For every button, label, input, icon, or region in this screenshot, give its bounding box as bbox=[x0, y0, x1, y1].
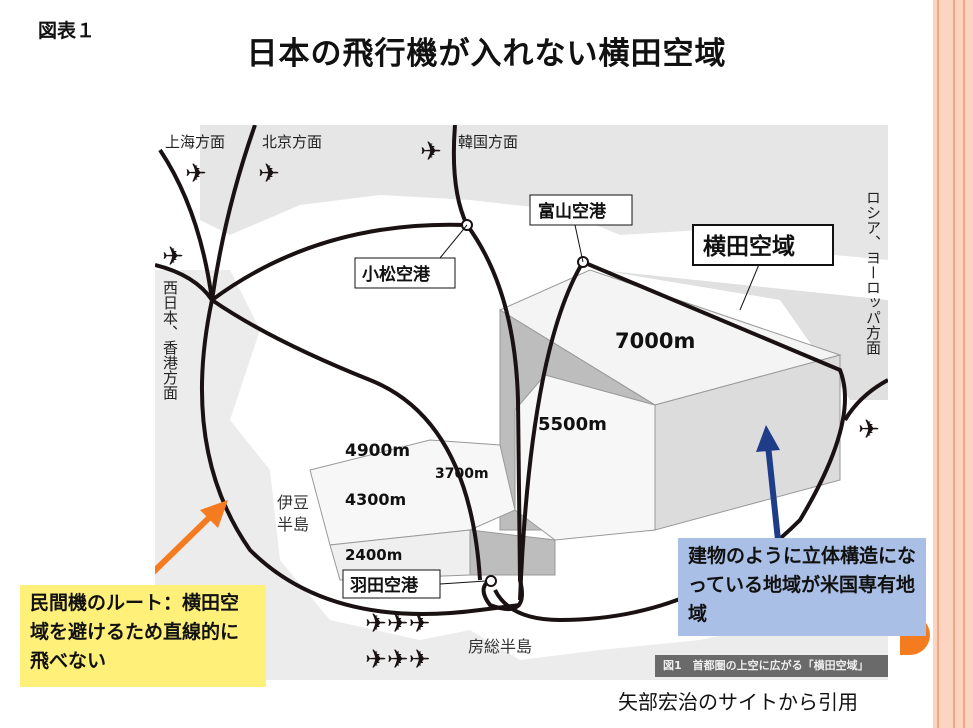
airplane-icon: ✈ bbox=[420, 137, 442, 167]
decorative-stripes bbox=[933, 0, 973, 728]
airplane-icon: ✈ bbox=[258, 159, 280, 189]
flight-routes bbox=[155, 125, 888, 623]
map-caption: 図1 首都圏の上空に広がる「横田空域」 bbox=[655, 655, 888, 677]
direction-russia: ロシア、ヨーロッパ方面 bbox=[864, 190, 882, 355]
blue-arrow bbox=[756, 425, 781, 541]
airplane-icons: ✈ ✈ ✈ ✈ ✈ ✈✈✈ ✈✈✈ bbox=[162, 137, 880, 675]
altitude-5500: 5500m bbox=[538, 414, 607, 435]
airplane-icon: ✈✈✈ bbox=[365, 645, 430, 675]
haneda-airport-marker bbox=[485, 575, 497, 587]
airspace-block bbox=[309, 269, 842, 581]
direction-west-japan: 西日本、香港方面 bbox=[161, 280, 179, 400]
direction-korea: 韓国方面 bbox=[458, 133, 518, 151]
airplane-icon: ✈ bbox=[858, 415, 880, 445]
source-credit: 矢部宏治のサイトから引用 bbox=[618, 690, 858, 714]
altitude-7000: 7000m bbox=[615, 329, 695, 353]
civil-route-note: 民間機のルート：横田空域を避けるため直線的に飛べない bbox=[20, 585, 266, 687]
slide-title: 日本の飛行機が入れない横田空域 bbox=[246, 36, 727, 72]
altitude-4300: 4300m bbox=[345, 490, 406, 509]
figure-number: 図表１ bbox=[38, 20, 96, 42]
komatsu-airport-label: 小松空港 bbox=[362, 264, 431, 285]
haneda-airport-label: 羽田空港 bbox=[350, 575, 419, 596]
direction-beijing: 北京方面 bbox=[262, 133, 322, 151]
direction-shanghai: 上海方面 bbox=[165, 133, 225, 151]
altitude-3700: 3700m bbox=[435, 466, 489, 482]
us-exclusive-note: 建物のように立体構造になっている地域が米国専有地域 bbox=[678, 538, 926, 636]
airplane-icon: ✈ bbox=[185, 159, 207, 189]
yokota-airspace-label: 横田空域 bbox=[703, 233, 795, 260]
boso-peninsula-label: 房総半島 bbox=[468, 637, 532, 656]
toyama-airport-label: 富山空港 bbox=[538, 201, 607, 222]
airplane-icon: ✈ bbox=[162, 242, 184, 272]
altitude-2400: 2400m bbox=[345, 546, 402, 564]
izu-peninsula-label: 伊豆半島 bbox=[277, 493, 310, 534]
orange-arrow bbox=[155, 500, 228, 575]
altitude-4900: 4900m bbox=[345, 441, 410, 461]
airplane-icon: ✈✈✈ bbox=[365, 609, 430, 639]
